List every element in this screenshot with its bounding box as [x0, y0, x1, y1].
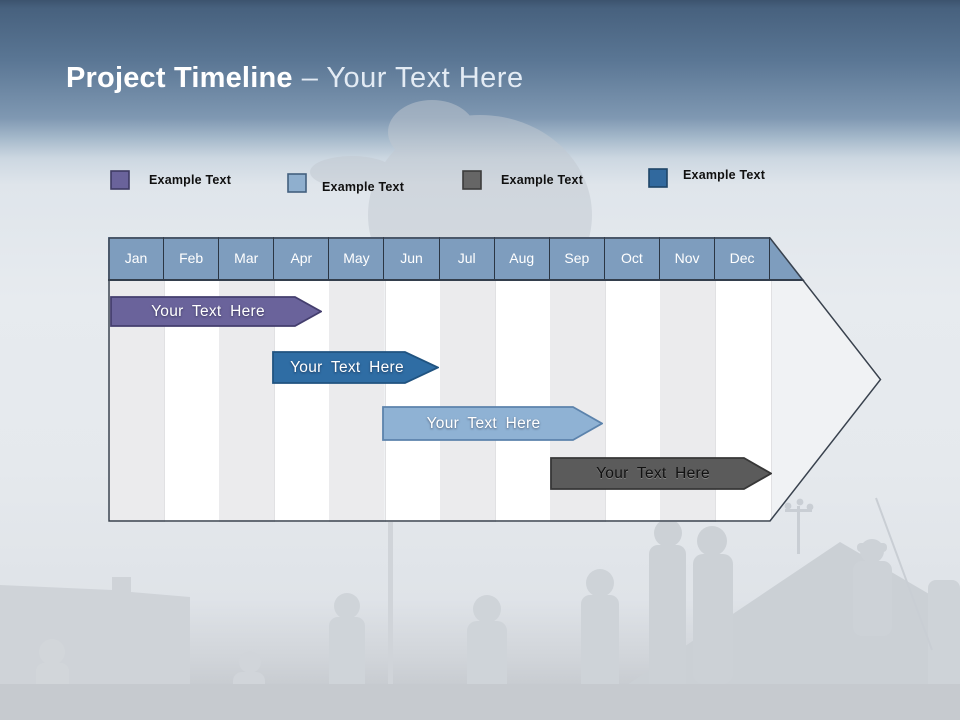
- gantt-bar-3: Your Text Here: [382, 406, 603, 441]
- gantt-bar-label: Your Text Here: [596, 464, 710, 482]
- month-cell: Jan: [109, 237, 165, 279]
- gantt-bar-2: Your Text Here: [272, 351, 439, 384]
- legend-item: Example Text: [462, 170, 583, 190]
- legend-item: Example Text: [648, 168, 765, 188]
- legend-swatch-blue-icon: [648, 168, 668, 188]
- month-cell: Sep: [550, 237, 605, 279]
- legend-item: Example Text: [110, 170, 231, 190]
- legend-item: Example Text: [287, 172, 404, 194]
- month-cell: May: [329, 237, 385, 279]
- legend-label: Example Text: [501, 173, 584, 187]
- timeline-column-stripe: [439, 281, 495, 522]
- slide-title-main: Project Timeline: [66, 62, 293, 94]
- legend-swatch-gray-icon: [462, 170, 482, 190]
- legend-swatch-purple-icon: [110, 170, 130, 190]
- timeline-column-stripe: [384, 281, 442, 522]
- slide-title-sub: – Your Text Here: [301, 62, 524, 94]
- gantt-bar-1: Your Text Here: [110, 296, 322, 327]
- month-cell: Jun: [385, 237, 440, 279]
- gantt-bar-4: Your Text Here: [550, 457, 772, 490]
- month-cell: Mar: [219, 237, 275, 279]
- month-cell: Apr: [274, 237, 330, 279]
- month-cell: Oct: [605, 237, 660, 279]
- bottom-scene-silhouette: [0, 497, 960, 720]
- legend-label: Example Text: [683, 167, 766, 182]
- timeline-column-stripe: [329, 281, 385, 522]
- month-cell: Aug: [495, 237, 550, 279]
- gantt-bar-label: Your Text Here: [151, 302, 265, 320]
- legend-label: Example Text: [322, 180, 405, 194]
- month-cell: Dec: [715, 237, 771, 279]
- month-cell: Nov: [660, 237, 716, 279]
- legend-swatch-lightblue-icon: [287, 173, 307, 193]
- gantt-bar-label: Your Text Here: [290, 358, 404, 376]
- month-cell: Jul: [440, 237, 495, 279]
- legend-label: Example Text: [149, 173, 232, 187]
- timeline-month-header: Jan Feb Mar Apr May Jun Jul Aug Sep Oct …: [108, 237, 882, 281]
- timeline-column-stripe: [494, 281, 552, 522]
- gantt-bar-label: Your Text Here: [426, 414, 541, 432]
- month-cell: Feb: [164, 237, 220, 279]
- slide-title: Project Timeline– Your Text Here: [66, 62, 524, 95]
